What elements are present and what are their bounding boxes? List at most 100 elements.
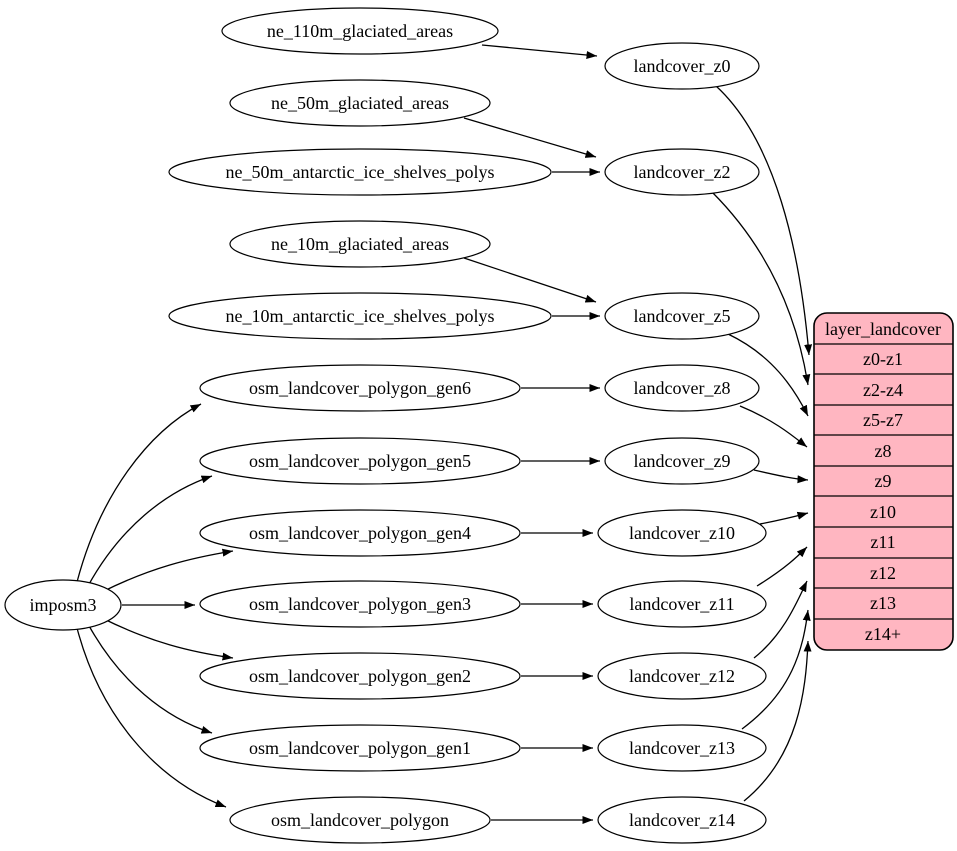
node-ellipse [597,652,767,700]
node-landcover-z13: landcover_z13 [597,724,767,772]
node-label: osm_landcover_polygon_gen6 [249,378,471,398]
node-osm-landcover-polygon-gen4: osm_landcover_polygon_gen4 [199,509,521,557]
node-landcover-z5: landcover_z5 [604,292,760,340]
table-row-z9: z9 [875,471,892,491]
node-osm-landcover-polygon-gen3: osm_landcover_polygon_gen3 [199,580,521,628]
node-landcover-z9: landcover_z9 [604,437,760,485]
node-landcover-z0: landcover_z0 [604,42,760,90]
node-label: osm_landcover_polygon_gen3 [249,594,471,614]
node-label: landcover_z9 [634,451,731,471]
node-osm-landcover-polygon-gen5: osm_landcover_polygon_gen5 [199,437,521,485]
node-imposm3: imposm3 [4,579,122,631]
node-label: ne_10m_antarctic_ice_shelves_polys [226,306,495,326]
node-label: osm_landcover_polygon_gen5 [249,451,471,471]
node-label: osm_landcover_polygon [271,810,449,830]
table-row-z11: z11 [870,532,895,552]
node-landcover-z14: landcover_z14 [597,796,767,844]
edge-imposm3-to-osm-landcover-polygon-gen6 [76,403,202,583]
edge-landcover-z5-to-row-z5-z7 [727,333,809,417]
table-outline [813,312,954,651]
table-row-z5-z7: z5-z7 [863,410,903,430]
node-landcover-z10: landcover_z10 [597,509,767,557]
edge-landcover-z11-to-row-z11 [756,546,808,587]
node-ellipse [199,652,521,700]
edge-landcover-z9-to-row-z9 [753,469,809,484]
node-ne-50m-glaciated-areas: ne_50m_glaciated_areas [229,79,491,127]
node-label: ne_110m_glaciated_areas [267,21,453,41]
node-osm-landcover-polygon-gen2: osm_landcover_polygon_gen2 [199,652,521,700]
node-label: landcover_z11 [629,594,734,614]
table-row-z14plus: z14+ [865,624,901,644]
generalized-nodes-layer: landcover_z0 landcover_z2 landcover_z5 l… [597,42,767,844]
node-label: osm_landcover_polygon_gen4 [249,523,471,543]
node-ellipse [604,292,760,340]
table-row-z8: z8 [875,441,892,461]
edge-imposm3-to-osm-landcover-polygon [76,627,227,808]
node-ellipse [604,364,760,412]
node-ne-110m-glaciated-areas: ne_110m_glaciated_areas [221,7,499,55]
table-title: layer_landcover [825,319,941,339]
node-label: ne_10m_glaciated_areas [271,234,449,254]
node-ellipse [229,220,491,268]
edge-landcover-z8-to-row-z8 [739,405,808,448]
table-row-z2-z4: z2-z4 [863,380,903,400]
edge-landcover-z0-to-row-z0-z1 [715,85,813,356]
node-ellipse [221,7,499,55]
node-ellipse [597,509,767,557]
node-ellipse [168,148,552,196]
node-ellipse [199,724,521,772]
node-ellipse [604,437,760,485]
node-ellipse [229,796,491,844]
node-label: ne_50m_glaciated_areas [271,93,449,113]
node-label: landcover_z12 [629,666,735,686]
edge-imposm3-to-osm-landcover-polygon-gen2 [101,617,234,661]
node-ellipse [168,292,552,340]
node-ne-10m-glaciated-areas: ne_10m_glaciated_areas [229,220,491,268]
edge-imposm3-to-osm-landcover-polygon-gen4 [101,548,234,593]
node-ne-50m-antarctic-ice-shelves-polys: ne_50m_antarctic_ice_shelves_polys [168,148,552,196]
node-label: landcover_z10 [629,523,735,543]
node-ellipse [229,79,491,127]
node-label: landcover_z14 [629,810,735,830]
node-landcover-z12: landcover_z12 [597,652,767,700]
node-label: landcover_z0 [634,56,731,76]
node-label: ne_50m_antarctic_ice_shelves_polys [226,162,495,182]
edge-imposm3-to-osm-landcover-polygon-gen1 [87,623,213,734]
node-label: osm_landcover_polygon_gen2 [249,666,471,686]
node-osm-landcover-polygon: osm_landcover_polygon [229,796,491,844]
node-osm-landcover-polygon-gen1: osm_landcover_polygon_gen1 [199,724,521,772]
table-row-z10: z10 [870,502,896,522]
node-landcover-z11: landcover_z11 [597,580,767,628]
table-row-z12: z12 [870,563,896,583]
table-row-z13: z13 [870,593,896,613]
node-ellipse [597,580,767,628]
edge-ne-10m-glaciated-areas-to-landcover-z5 [463,257,597,303]
node-ellipse [597,724,767,772]
edge-landcover-z12-to-row-z12 [753,580,808,659]
edge-imposm3-to-osm-landcover-polygon-gen5 [87,475,213,587]
node-label: osm_landcover_polygon_gen1 [249,738,471,758]
table-row-z0-z1: z0-z1 [863,349,903,369]
node-landcover-z2: landcover_z2 [604,148,760,196]
node-label: landcover_z8 [634,378,731,398]
edges-layer [76,44,813,824]
node-label: landcover_z5 [634,306,731,326]
node-osm-landcover-polygon-gen6: osm_landcover_polygon_gen6 [199,364,521,412]
edge-landcover-z14-to-row-z14plus [743,640,812,802]
node-ellipse [604,148,760,196]
source-nodes-layer: ne_110m_glaciated_areas ne_50m_glaciated… [168,7,552,844]
table-layer-landcover: layer_landcover z0-z1 z2-z4 z5-z7 z8 z9 … [813,312,954,651]
edge-landcover-z10-to-row-z10 [759,511,809,525]
node-label: landcover_z13 [629,738,735,758]
node-label: imposm3 [29,595,96,615]
node-ellipse [199,364,521,412]
node-ne-10m-antarctic-ice-shelves-polys: ne_10m_antarctic_ice_shelves_polys [168,292,552,340]
node-ellipse [604,42,760,90]
node-ellipse [199,509,521,557]
node-ellipse [4,579,122,631]
edge-ne-50m-glaciated-areas-to-landcover-z2 [463,117,597,158]
node-landcover-z8: landcover_z8 [604,364,760,412]
edge-landcover-z13-to-row-z13 [741,609,811,730]
